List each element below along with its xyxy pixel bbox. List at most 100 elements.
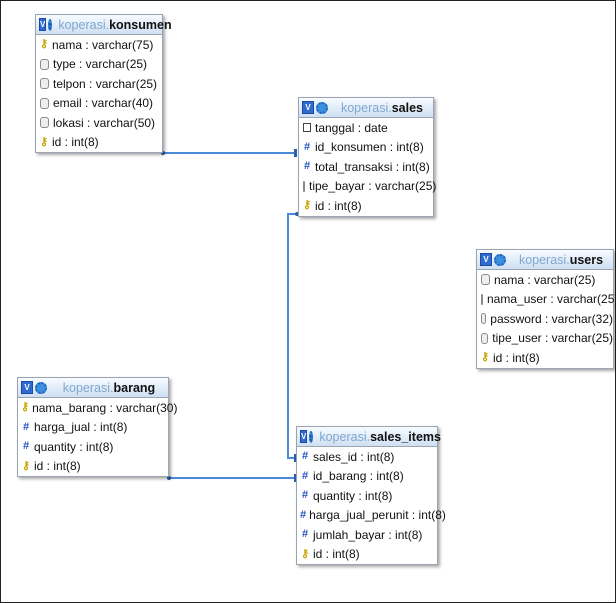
field-row[interactable]: #harga_jual_perunit : int(8) (297, 506, 446, 526)
field-row[interactable]: tipe_user : varchar(25) (477, 329, 613, 349)
field-row[interactable]: #id_barang : int(8) (297, 467, 437, 487)
table-name: sales_items (370, 429, 441, 444)
field-row[interactable]: nama_user : varchar(25) (477, 290, 616, 310)
table-header[interactable]: V koperasi.users (477, 250, 613, 270)
field-label: harga_jual : int(8) (34, 420, 128, 435)
field-row[interactable]: tanggal : date (299, 118, 433, 138)
gear-icon[interactable] (48, 18, 53, 31)
field-row[interactable]: nama : varchar(25) (477, 270, 613, 290)
field-row[interactable]: ⚷nama_barang : varchar(30) (18, 398, 177, 418)
field-row[interactable]: ⚷id : int(8) (36, 133, 162, 153)
string-icon (40, 58, 49, 70)
field-label: id_barang : int(8) (313, 469, 404, 484)
table-name: konsumen (109, 17, 172, 32)
gear-icon[interactable] (309, 430, 314, 443)
field-row[interactable]: # jumlah_bayar : int(8) (297, 525, 437, 545)
field-label: jumlah_bayar : int(8) (313, 527, 423, 542)
field-label: tipe_user : varchar(25) (492, 331, 613, 346)
field-row[interactable]: #quantity : int(8) (297, 486, 437, 506)
field-label: email : varchar(40) (53, 96, 154, 111)
table-header[interactable]: V koperasi.sales_items (297, 427, 441, 447)
key-icon: ⚷ (302, 199, 312, 212)
calendar-icon (303, 123, 311, 133)
string-icon (40, 117, 49, 129)
number-icon: # (303, 160, 311, 173)
string-icon (303, 180, 305, 192)
field-label: id : int(8) (313, 547, 360, 562)
number-icon: # (301, 450, 309, 463)
string-icon (481, 313, 487, 325)
table-sales-items[interactable]: V koperasi.sales_items # sales_id : int(8… (296, 426, 446, 565)
toggle-button[interactable]: V (302, 101, 314, 114)
table-users[interactable]: V koperasi.users nama : varchar(25) nama_… (476, 249, 616, 369)
gear-icon[interactable] (316, 101, 328, 114)
table-schema: koperasi. (340, 100, 392, 115)
string-icon (40, 97, 49, 109)
field-row[interactable]: # sales_id : int(8) (297, 447, 437, 467)
table-sales[interactable]: V koperasi.sales tanggal : date # id_konsu… (298, 97, 437, 217)
field-label: quantity : int(8) (34, 439, 114, 454)
toggle-button[interactable]: V (300, 430, 308, 443)
field-row[interactable]: # quantity : int(8) (18, 437, 168, 457)
field-label: nama_barang : varchar(30) (32, 400, 178, 415)
field-row[interactable]: #harga_jual : int(8) (18, 418, 168, 438)
field-row[interactable]: ⚷id : int(8) (477, 348, 613, 368)
key-icon: ⚷ (300, 547, 310, 560)
field-row[interactable]: ⚷id : int(8) (297, 545, 437, 565)
field-row[interactable]: lokasi : varchar(50) (36, 113, 162, 133)
string-icon (481, 293, 483, 305)
field-row[interactable]: telpon : varchar(25) (36, 74, 162, 94)
field-label: id : int(8) (52, 135, 99, 150)
table-konsumen[interactable]: V koperasi.konsumen ⚷nama : varchar(75)t… (35, 14, 172, 153)
field-label: id_konsumen : int(8) (315, 140, 424, 155)
field-row[interactable]: tipe_bayar : varchar(25) (299, 177, 437, 197)
table-name: users (569, 252, 604, 267)
field-row[interactable]: password : varchar(32) (477, 309, 613, 329)
toggle-button[interactable]: V (21, 381, 33, 394)
field-label: sales_id : int(8) (313, 449, 395, 464)
table-schema: koperasi. (518, 252, 570, 267)
number-icon: # (22, 440, 30, 453)
table-name: sales (391, 100, 423, 115)
key-icon: ⚷ (21, 401, 30, 414)
field-row[interactable]: email : varchar(40) (36, 94, 162, 114)
field-label: nama_user : varchar(25) (487, 292, 616, 307)
key-icon: ⚷ (480, 351, 490, 364)
field-label: telpon : varchar(25) (53, 76, 158, 91)
field-row[interactable]: # id_konsumen : int(8) (299, 138, 433, 158)
field-row[interactable]: # total_transaksi : int(8) (299, 157, 433, 177)
table-header[interactable]: V koperasi.barang (18, 378, 168, 398)
gear-icon[interactable] (35, 381, 47, 394)
table-schema: koperasi. (62, 380, 114, 395)
number-icon: # (303, 140, 311, 153)
field-label: total_transaksi : int(8) (315, 159, 430, 174)
field-label: quantity : int(8) (313, 488, 393, 503)
relation-end-barang (167, 476, 171, 480)
field-row[interactable]: ⚷id : int(8) (299, 196, 433, 216)
gear-icon[interactable] (494, 253, 506, 266)
field-label: nama : varchar(25) (494, 272, 596, 287)
string-icon (481, 274, 490, 286)
field-label: password : varchar(32) (490, 311, 613, 326)
field-row[interactable]: ⚷id : int(8) (18, 457, 168, 477)
field-label: id : int(8) (315, 198, 362, 213)
field-label: tanggal : date (315, 120, 388, 135)
key-icon: ⚷ (21, 459, 31, 472)
string-icon (481, 332, 489, 344)
table-barang[interactable]: V koperasi.barang ⚷nama_barang : varchar… (17, 377, 177, 477)
field-label: lokasi : varchar(50) (53, 115, 156, 130)
field-row[interactable]: type : varchar(25) (36, 55, 162, 75)
table-header[interactable]: V koperasi.konsumen (36, 15, 172, 35)
table-name: barang (113, 380, 156, 395)
toggle-button[interactable]: V (39, 18, 47, 31)
number-icon: # (301, 528, 309, 541)
relation-end-sales-items-sid (294, 454, 297, 462)
field-label: tipe_bayar : varchar(25) (309, 179, 437, 194)
table-header[interactable]: V koperasi.sales (299, 98, 433, 118)
toggle-button[interactable]: V (480, 253, 492, 266)
field-row[interactable]: ⚷nama : varchar(75) (36, 35, 162, 55)
relation-end-sales-idk (294, 149, 297, 157)
table-schema: koperasi. (58, 17, 110, 32)
